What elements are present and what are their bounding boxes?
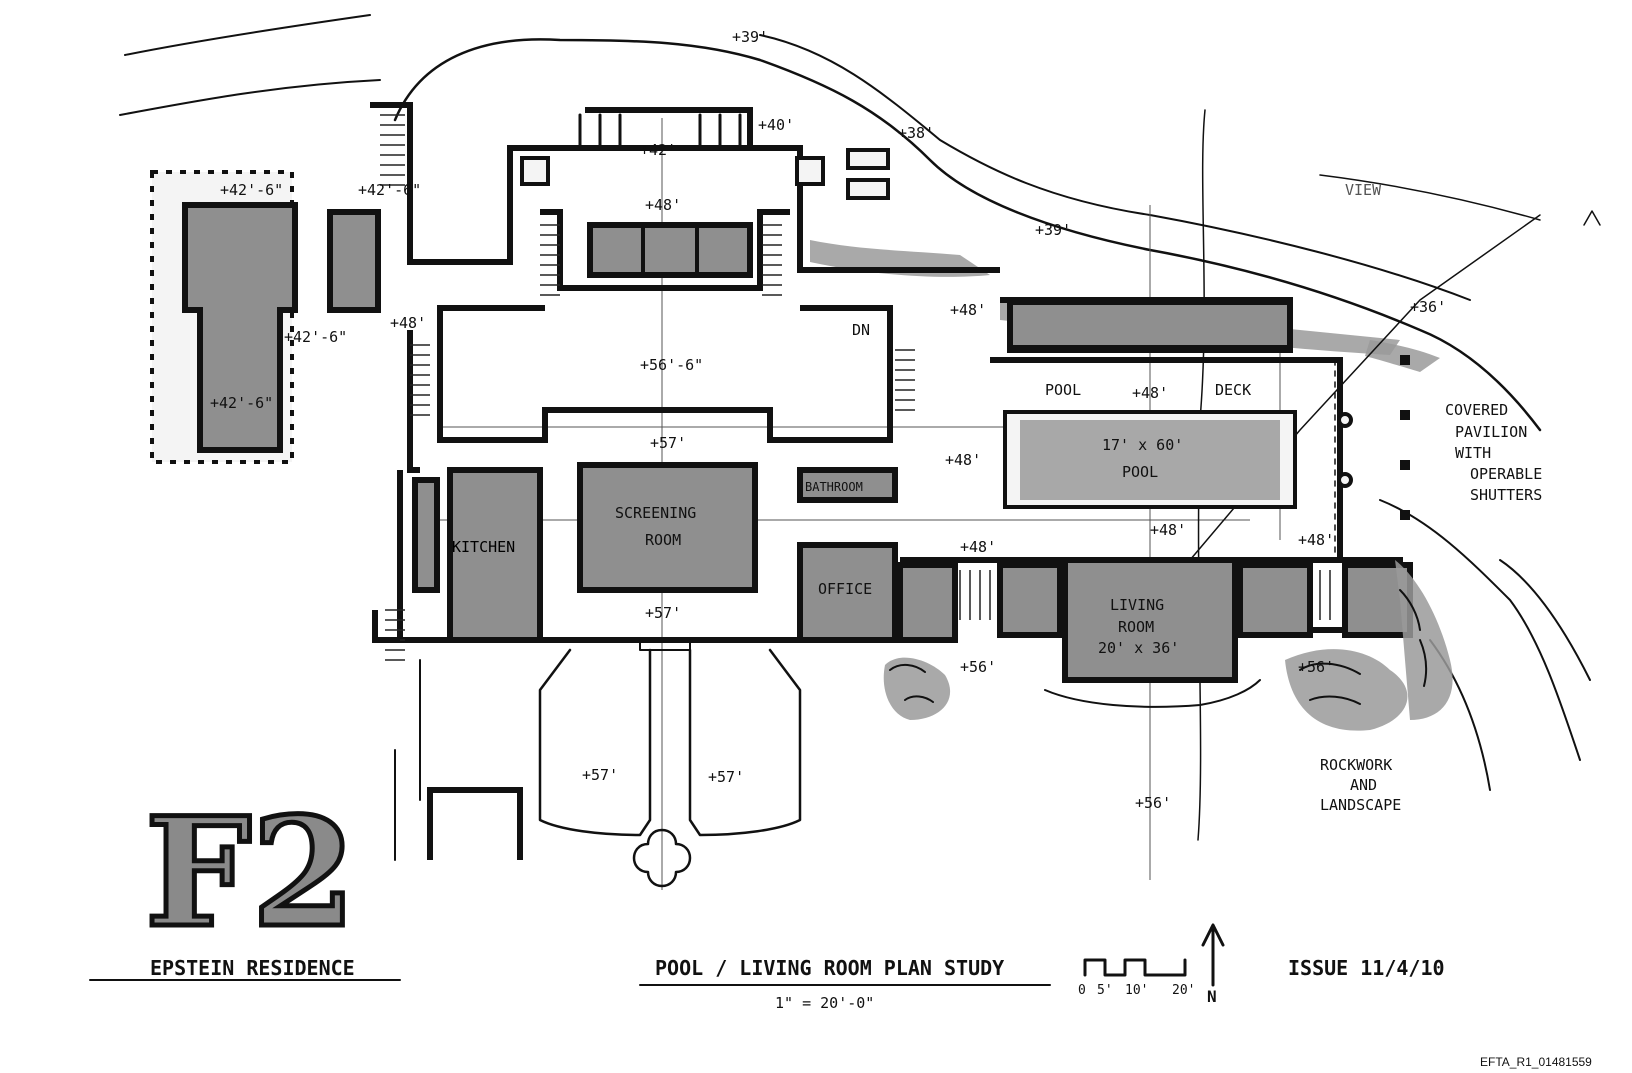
elev-48-f: +48' xyxy=(1150,521,1186,539)
elev-40: +40' xyxy=(758,116,794,134)
project-title: EPSTEIN RESIDENCE xyxy=(150,956,355,980)
elev-42-6-a: +42'-6" xyxy=(220,181,283,199)
elev-48-h: +48' xyxy=(1298,531,1334,549)
document-id: EFTA_R1_01481559 xyxy=(1480,1055,1592,1069)
elev-56-6: +56'-6" xyxy=(640,356,703,374)
elevation-markers: +39' +40' +42' +38' +42'-6" +42'-6" +42'… xyxy=(210,28,1446,812)
north-label: N xyxy=(1207,987,1217,1006)
pavilion-note-1: COVERED xyxy=(1445,401,1508,419)
drawing-scale: 1" = 20'-0" xyxy=(775,994,874,1012)
rockwork-note-1: ROCKWORK xyxy=(1320,756,1392,774)
elev-56-b: +56' xyxy=(1298,658,1334,676)
elev-56-c: +56' xyxy=(1135,794,1171,812)
elev-39-top: +39' xyxy=(732,28,768,46)
elev-56-a: +56' xyxy=(960,658,996,676)
elev-57-c: +57' xyxy=(582,766,618,784)
rockwork-note-2: AND xyxy=(1350,776,1377,794)
dn-label: DN xyxy=(852,321,870,339)
pool-size-label: 17' x 60' xyxy=(1102,436,1183,454)
guest-pavilion xyxy=(150,170,381,464)
f2-logo: F2 xyxy=(143,783,359,964)
room-labels: VIEW DN POOL DECK 17' x 60' POOL KITCHEN… xyxy=(452,181,1542,814)
rockwork-note-3: LANDSCAPE xyxy=(1320,796,1401,814)
elev-42-6-c: +42'-6" xyxy=(284,328,347,346)
screening-room-label-2: ROOM xyxy=(645,531,681,549)
pool-label: POOL xyxy=(1122,463,1158,481)
title-block: EPSTEIN RESIDENCE POOL / LIVING ROOM PLA… xyxy=(89,923,1445,1012)
elev-42: +42' xyxy=(640,141,676,159)
elev-48-a: +48' xyxy=(645,196,681,214)
shaded-rooms xyxy=(412,222,1413,683)
north-arrow-icon xyxy=(1201,923,1225,987)
elev-48-g: +48' xyxy=(960,538,996,556)
entry-courtyard xyxy=(372,610,802,888)
drawing-title: POOL / LIVING ROOM PLAN STUDY xyxy=(655,956,1004,980)
elev-48-b: +48' xyxy=(390,314,426,332)
rockwork xyxy=(883,560,1453,731)
issue-date: ISSUE 11/4/10 xyxy=(1288,956,1445,980)
pavilion-note-5: SHUTTERS xyxy=(1470,486,1542,504)
office-label: OFFICE xyxy=(818,580,872,598)
living-room-label-1: LIVING xyxy=(1110,596,1164,614)
elev-48-d: +48' xyxy=(1132,384,1168,402)
kitchen-label: KITCHEN xyxy=(452,538,515,556)
bathroom-label: BATHROOM xyxy=(805,480,863,494)
pool-deck-label-a: POOL xyxy=(1045,381,1081,399)
elev-48-e: +48' xyxy=(945,451,981,469)
elev-57-d: +57' xyxy=(708,768,744,786)
pavilion-note-2: PAVILION xyxy=(1455,423,1527,441)
elev-48-c: +48' xyxy=(950,301,986,319)
scale-bar-20: 20' xyxy=(1172,983,1195,998)
pavilion-note-4: OPERABLE xyxy=(1470,465,1542,483)
scale-bar-5: 5' xyxy=(1097,983,1113,998)
screening-room-label-1: SCREENING xyxy=(615,504,696,522)
elev-42-6-b: +42'-6" xyxy=(358,181,421,199)
svg-text:F2: F2 xyxy=(145,785,356,961)
living-room-label-2: ROOM xyxy=(1118,618,1154,636)
elev-38: +38' xyxy=(898,124,934,142)
view-label: VIEW xyxy=(1345,181,1382,199)
elev-57-a: +57' xyxy=(650,434,686,452)
pavilion-columns xyxy=(1334,355,1410,556)
elev-36: +36' xyxy=(1410,298,1446,316)
elev-42-6-d: +42'-6" xyxy=(210,394,273,412)
scale-bar-0: 0 xyxy=(1078,983,1086,998)
elev-57-b: +57' xyxy=(645,604,681,622)
pavilion-note-3: WITH xyxy=(1455,444,1491,462)
scale-bar-10: 10' xyxy=(1125,983,1148,998)
living-room-label-3: 20' x 36' xyxy=(1098,639,1179,657)
pool-deck-label-b: DECK xyxy=(1215,381,1251,399)
elev-39-mid: +39' xyxy=(1035,221,1071,239)
